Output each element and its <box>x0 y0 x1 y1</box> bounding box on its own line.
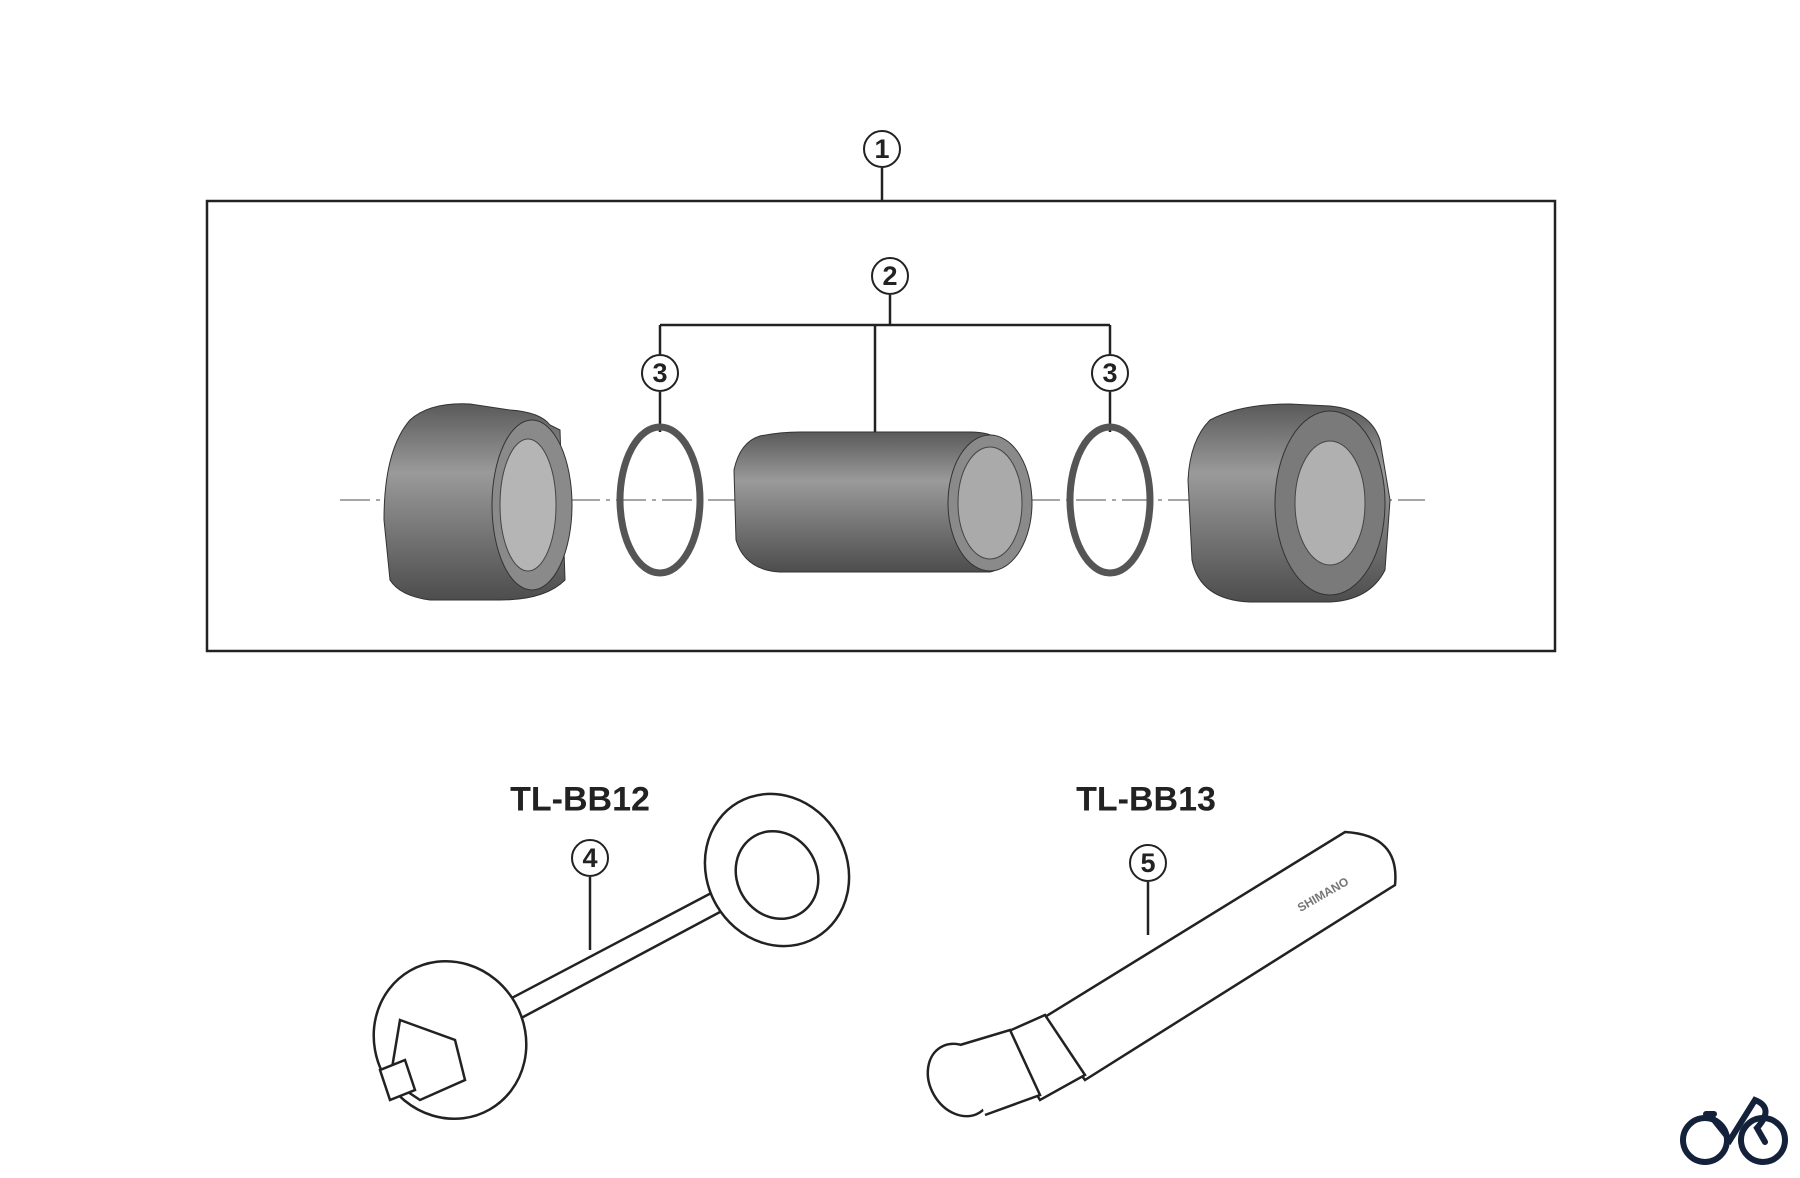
callout-bracket <box>658 295 1112 434</box>
tl-bb12-tool <box>372 792 851 1121</box>
sleeve <box>733 431 1033 573</box>
bike-logo-icon <box>1680 1096 1788 1165</box>
o-ring-left <box>616 423 704 577</box>
callout-1: 1 <box>863 130 901 168</box>
left-cup <box>383 403 573 601</box>
callout-2: 2 <box>871 257 909 295</box>
tool-label-tl-bb13: TL-BB13 <box>1076 780 1216 819</box>
callout-3-right: 3 <box>1091 354 1129 392</box>
tl-bb13-tool <box>926 830 1397 1118</box>
tool-label-tl-bb12: TL-BB12 <box>510 780 650 819</box>
o-ring-right <box>1066 423 1154 577</box>
right-cup <box>1187 403 1391 603</box>
callout-3-left: 3 <box>641 354 679 392</box>
callout-4: 4 <box>571 839 609 877</box>
callout-5: 5 <box>1129 844 1167 882</box>
